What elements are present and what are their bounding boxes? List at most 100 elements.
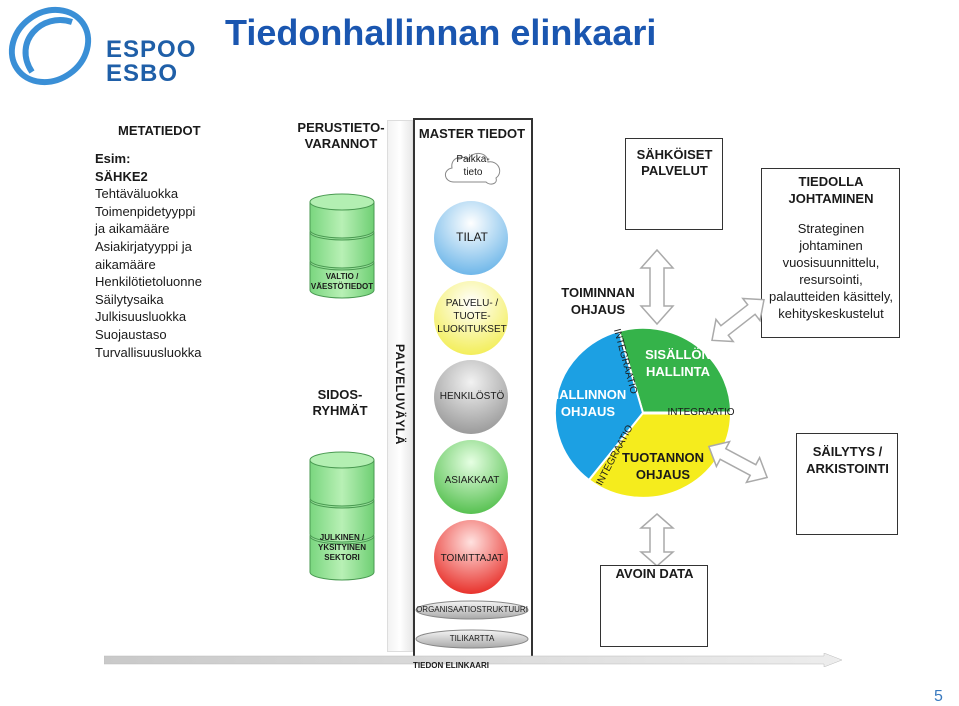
circle-henkilosto [434,360,508,434]
archiving-box [796,433,898,535]
page-number: 5 [934,688,943,705]
cloud-label-line: tieto [463,167,483,178]
service-bus-label: PALVELUVÄYLÄ [393,344,407,445]
admin-control-line: OHJAUS [560,404,616,419]
knowledge-management-desc-line: johtaminen [799,238,863,253]
database-label-valtio: VALTIO / VÄESTÖTIEDOT [306,272,378,292]
metadata-item: ja aikamääre [95,221,170,237]
knowledge-management-line: JOHTAMINEN [788,191,874,206]
diagonal-arrow-up-icon [711,297,765,343]
production-control-label: TUOTANNON OHJAUS [618,449,708,483]
cloud-label: Paikka- tieto [440,153,506,179]
database-label-line: JULKINEN / [319,533,365,542]
content-management-label: SISÄLLÖN HALLINTA [638,346,718,380]
content-management-line: HALLINTA [645,364,711,379]
label-tilikartta: TILIKARTTA [449,634,495,643]
lifecycle-label: TIEDON ELINKAARI [413,661,489,670]
label-palvelu-line: LUOKITUKSET [437,324,507,335]
page-title: Tiedonhallinnan elinkaari [225,12,657,53]
content-management-line: SISÄLLÖN [645,347,711,362]
operations-control-line: TOIMINNAN [561,285,635,300]
ellipse-organisation [415,600,529,620]
registers-heading-line: VARANNOT [304,136,378,151]
metadata-item: Suojaustaso [95,326,167,342]
knowledge-management-desc-line: Strateginen [797,221,865,236]
knowledge-management-desc-line: vuosisuunnittelu, [782,255,880,270]
pie-slice-sisallon [617,326,733,414]
metadata-item: Säilytysaika [95,291,164,307]
ellipse-tilikartta [415,629,529,649]
database-label-line: SEKTORI [324,553,360,562]
label-asiakkaat: ASIAKKAAT [444,475,500,486]
electronic-services-line: SÄHKÖISET [636,147,713,162]
label-palvelu-line: PALVELU- / [445,298,499,309]
archiving-line: SÄILYTYS / [812,444,883,459]
knowledge-management-desc-line: kehityskeskustelut [778,306,884,321]
stakeholder-groups-line: RYHMÄT [312,403,368,418]
metadata-item: Toimenpidetyyppi [95,203,196,219]
logo-text-esbo: ESBO [106,60,179,87]
double-arrow-down-icon [639,513,675,567]
open-data-box [600,565,708,647]
knowledge-management-desc: Strateginen johtaminen vuosisuunnittelu,… [751,220,911,322]
admin-control-line: HALLINNON [549,387,627,402]
registers-heading-line: PERUSTIETO- [297,120,385,135]
pie-slice-hallinnon [553,329,645,482]
metadata-item: SÄHKE2 [95,168,148,184]
diagonal-arrow-down-icon [707,440,769,484]
metadata-item: Tehtäväluokka [95,186,179,202]
operations-control-label: TOIMINNAN OHJAUS [548,284,648,318]
stakeholder-groups-label: SIDOS- RYHMÄT [300,387,380,419]
database-label-line: YKSITYINEN [317,543,366,552]
double-arrow-up-icon [639,248,675,326]
metadata-item: aikamääre [95,256,156,272]
metadata-item: Julkisuusluokka [95,309,187,325]
electronic-services-box [625,138,723,230]
org-ellipses [415,600,529,649]
knowledge-management-box [761,168,900,338]
label-toimittajat: TOIMITTAJAT [440,553,504,564]
metadata-item: Asiakirjatyyppi ja [95,238,192,254]
metadata-item: Henkilötietoluonne [95,274,202,290]
cloud-label-line: Paikka- [456,154,490,165]
metadata-item: Turvallisuusluokka [95,344,202,360]
electronic-services-line: PALVELUT [641,163,708,178]
operations-control-line: OHJAUS [570,302,626,317]
circle-palvelu [434,281,508,355]
metadata-list: Esim: SÄHKE2 Tehtäväluokka Toimenpidetyy… [95,150,202,361]
label-organisation: ORGANISAATIOSTRUKTUURI [416,605,528,614]
admin-control-label: HALLINNON OHJAUS [548,386,628,420]
database-label-line: VÄESTÖTIEDOT [310,282,374,291]
knowledge-management-line: TIEDOLLA [798,174,864,189]
service-bus-bar [387,120,413,652]
label-tilat: TILAT [456,230,488,244]
knowledge-management-desc-line: resursointi, [799,272,863,287]
label-palvelu-line: TUOTE- [453,311,491,322]
espoo-logo-icon [8,6,92,86]
integration-label-right: INTEGRAATIO [667,407,735,418]
circle-toimittajat [434,520,508,594]
registers-heading: PERUSTIETO- VARANNOT [296,120,386,152]
production-control-line: OHJAUS [635,467,691,482]
archiving-label: SÄILYTYS / ARKISTOINTI [796,443,899,477]
production-control-line: TUOTANNON [621,450,705,465]
cloud-icon [445,153,501,185]
pie-slice-tuotannon [587,412,733,499]
metadata-heading: METATIEDOT [118,123,201,138]
archiving-line: ARKISTOINTI [806,461,889,476]
database-label-line: VALTIO / [325,272,359,281]
lifecycle-arrow-icon [104,653,843,667]
database-icon-sector [309,451,375,581]
governance-pie [553,326,733,499]
master-circles [434,201,508,594]
knowledge-management-desc-line: palautteiden käsittely, [768,289,894,304]
database-icon-valtio [309,193,375,299]
open-data-label: AVOIN DATA [615,566,694,581]
circle-tilat [434,201,508,275]
label-palvelu: PALVELU- / TUOTE- LUOKITUKSET [413,297,531,336]
knowledge-management-heading: TIEDOLLA JOHTAMINEN [761,173,901,207]
logo-text-espoo: ESPOO [106,36,197,63]
circle-asiakkaat [434,440,508,514]
label-henkilosto: HENKILÖSTÖ [439,391,505,402]
master-data-heading: MASTER TIEDOT [418,126,526,141]
